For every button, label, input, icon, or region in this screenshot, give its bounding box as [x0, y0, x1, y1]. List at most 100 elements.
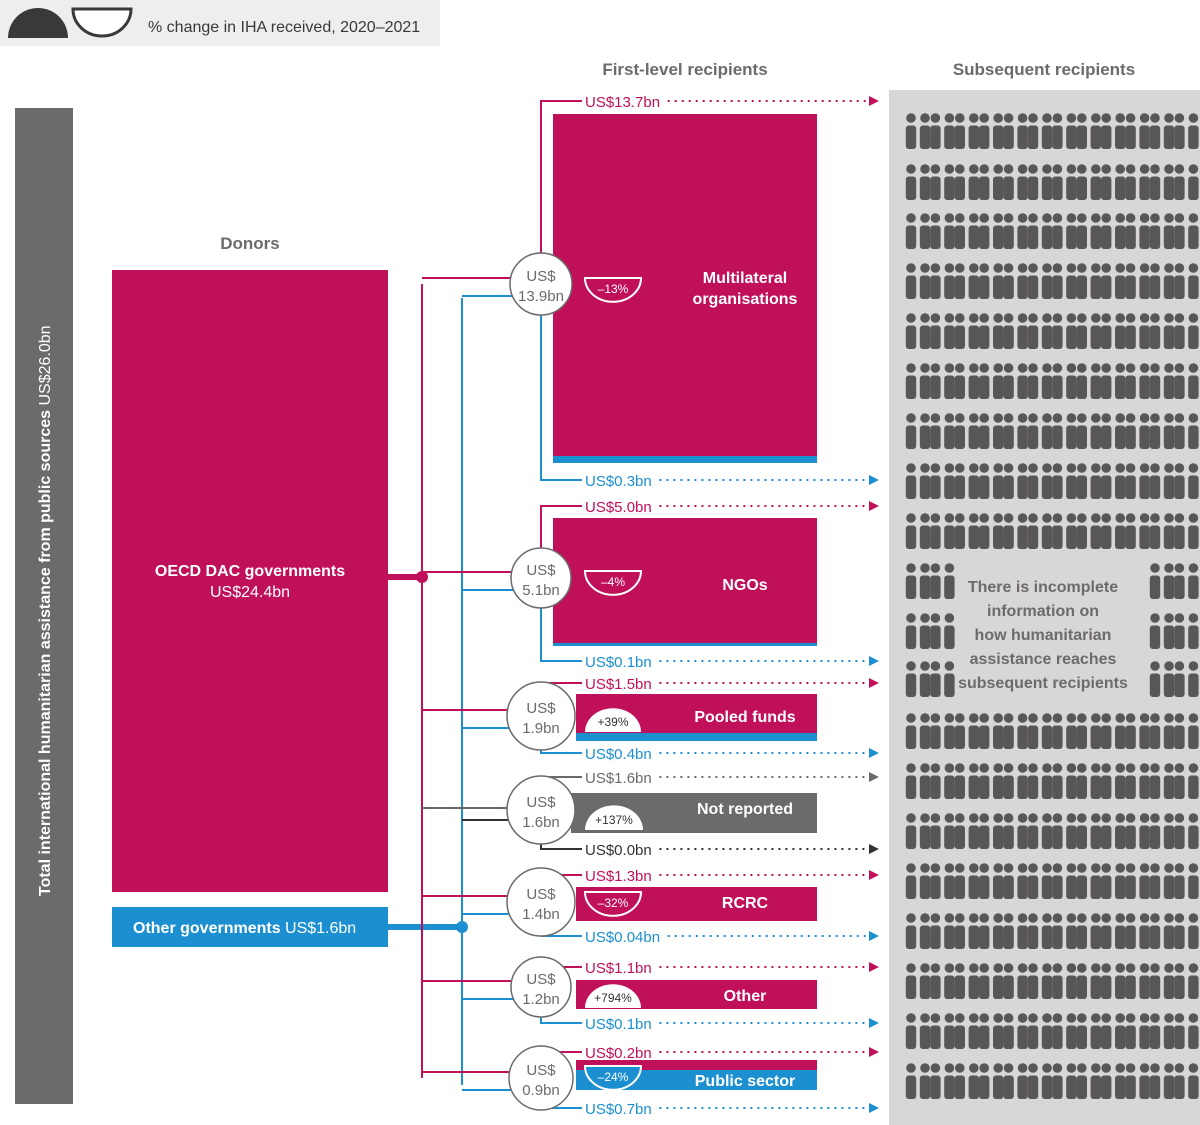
person-icon	[905, 913, 917, 949]
person-icon	[1174, 563, 1185, 599]
person-icon	[1125, 213, 1136, 249]
person-icon	[1090, 713, 1101, 749]
person-icon	[979, 363, 990, 399]
person-icon	[1052, 913, 1063, 949]
person-icon	[1017, 513, 1028, 549]
person-icon	[1090, 463, 1101, 499]
person-icon	[1041, 1013, 1053, 1049]
person-icon	[905, 363, 917, 399]
person-icon	[1115, 164, 1126, 200]
person-icon	[1188, 513, 1199, 549]
person-icon	[1149, 1063, 1161, 1099]
person-icon	[1066, 313, 1077, 349]
person-icon	[1163, 413, 1175, 449]
person-icon	[1090, 913, 1101, 949]
person-icon	[1149, 661, 1161, 697]
person-icon	[1017, 713, 1028, 749]
person-icon	[1163, 113, 1175, 149]
person-icon	[1027, 463, 1039, 499]
person-icon	[1125, 513, 1136, 549]
person-icon	[1066, 1063, 1077, 1099]
person-icon	[979, 863, 990, 899]
person-icon	[1090, 263, 1101, 299]
person-icon	[1041, 413, 1053, 449]
person-icon	[1149, 263, 1161, 299]
person-icon	[1188, 1013, 1199, 1049]
person-icon	[1041, 713, 1053, 749]
person-icon	[1188, 763, 1199, 799]
person-icon	[993, 863, 1004, 899]
person-icon	[1163, 963, 1175, 999]
person-icon	[1174, 263, 1185, 299]
person-icon	[1149, 563, 1161, 599]
person-icon	[1003, 913, 1014, 949]
change-increase-icon-not-reported	[585, 805, 643, 830]
person-icon	[1076, 463, 1087, 499]
person-icon	[944, 661, 955, 697]
person-icon	[1163, 813, 1175, 849]
person-icon	[1125, 463, 1136, 499]
person-icon	[1139, 1013, 1150, 1049]
recipient-box-stripe-ngos	[553, 643, 817, 646]
person-icon	[993, 313, 1004, 349]
subsequent-header: Subsequent recipients	[953, 60, 1135, 79]
recipient-total-value-public-sector: 0.9bn	[522, 1082, 560, 1099]
person-icon	[1041, 813, 1053, 849]
person-icon	[1041, 463, 1053, 499]
person-icon	[1163, 763, 1175, 799]
person-icon	[1149, 164, 1161, 200]
person-icon	[944, 813, 955, 849]
change-decrease-icon-ngos	[583, 570, 643, 596]
person-icon	[1188, 963, 1199, 999]
person-icon	[1139, 1063, 1150, 1099]
person-icon	[993, 713, 1004, 749]
person-icon	[968, 763, 979, 799]
person-icon	[1188, 213, 1199, 249]
person-icon	[1188, 363, 1199, 399]
person-icon	[1163, 313, 1175, 349]
arrow-head-icon	[869, 870, 879, 880]
flow-label-secondary-rcrc: US$0.04bn	[585, 929, 660, 946]
person-icon	[1066, 863, 1077, 899]
person-icon	[1052, 463, 1063, 499]
person-icon	[968, 463, 979, 499]
person-icon	[919, 613, 931, 649]
flow-label-primary-pooled-funds: US$1.5bn	[585, 676, 652, 693]
person-icon	[905, 813, 917, 849]
person-icon	[1017, 164, 1028, 200]
person-icon	[1163, 563, 1175, 599]
person-icon	[1003, 164, 1014, 200]
person-icon	[1125, 164, 1136, 200]
person-icon	[1188, 1063, 1199, 1099]
total-side-bar	[15, 108, 73, 1104]
person-icon	[1174, 763, 1185, 799]
person-icon	[1052, 263, 1063, 299]
person-icon	[944, 763, 955, 799]
person-icon	[1101, 164, 1112, 200]
person-icon	[1149, 1013, 1161, 1049]
person-icon	[993, 363, 1004, 399]
change-increase-icon-pooled-funds	[585, 708, 641, 732]
person-icon	[1101, 513, 1112, 549]
recipient-total-value-multilateral-organisations: 13.9bn	[518, 288, 564, 305]
person-icon	[1052, 313, 1063, 349]
arrow-head-icon	[869, 962, 879, 972]
person-icon	[1027, 113, 1039, 149]
person-icon	[1041, 363, 1053, 399]
person-icon	[979, 963, 990, 999]
person-icon	[979, 1063, 990, 1099]
person-icon	[1115, 863, 1126, 899]
person-icon	[944, 263, 955, 299]
person-icon	[1125, 863, 1136, 899]
person-icon	[1163, 613, 1175, 649]
person-icon	[1041, 213, 1053, 249]
person-icon	[930, 113, 941, 149]
person-icon	[1052, 713, 1063, 749]
person-icon	[954, 513, 965, 549]
person-icon	[1003, 813, 1014, 849]
person-icon	[1017, 1063, 1028, 1099]
person-icon	[968, 113, 979, 149]
person-icon	[1027, 713, 1039, 749]
person-icon	[1003, 413, 1014, 449]
person-icon	[954, 363, 965, 399]
